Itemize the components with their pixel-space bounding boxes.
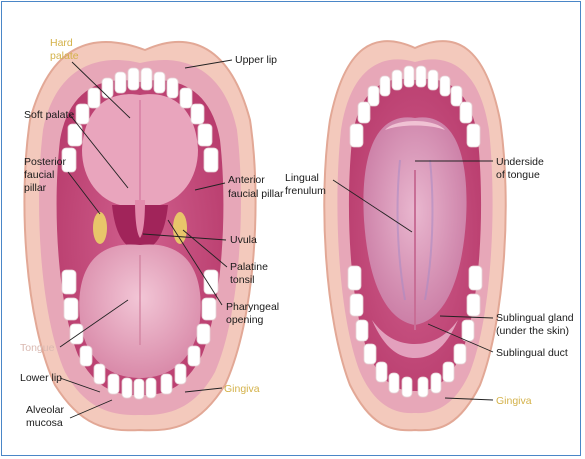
label-palatine-1: Palatine (230, 261, 268, 273)
label-pharyngeal-1: Pharyngeal (226, 301, 279, 313)
label-lingual-2: frenulum (285, 185, 326, 197)
label-posterior-2: faucial (24, 169, 54, 181)
label-gingiva-right: Gingiva (496, 395, 532, 407)
label-underside-1: Underside (496, 156, 544, 168)
label-alveolar-2: mucosa (26, 417, 63, 429)
label-pharyngeal-2: opening (226, 314, 264, 326)
label-sublingual-gland-2: (under the skin) (496, 325, 569, 337)
label-palatine-2: tonsil (230, 274, 255, 286)
label-hard-palate-1: Hard (50, 37, 73, 49)
left-tonsil (93, 212, 107, 244)
label-upper-lip: Upper lip (235, 54, 277, 66)
label-lower-lip: Lower lip (20, 372, 62, 384)
right-mouth-illustration (324, 41, 505, 430)
label-posterior-3: pillar (24, 182, 47, 194)
label-alveolar-1: Alveolar (26, 404, 64, 416)
label-sublingual-gland-1: Sublingual gland (496, 312, 574, 324)
label-tongue: Tongue (20, 342, 55, 354)
label-anterior-2: faucial pillar (228, 188, 284, 200)
label-underside-2: of tongue (496, 169, 540, 181)
label-uvula: Uvula (230, 234, 257, 246)
label-gingiva-left: Gingiva (224, 383, 260, 395)
label-lingual-1: Lingual (285, 172, 319, 184)
label-posterior-1: Posterior (24, 156, 67, 168)
label-hard-palate-2: palate (50, 50, 79, 62)
label-anterior-1: Anterior (228, 174, 265, 186)
label-soft-palate: Soft palate (24, 109, 74, 121)
label-sublingual-duct: Sublingual duct (496, 347, 568, 359)
